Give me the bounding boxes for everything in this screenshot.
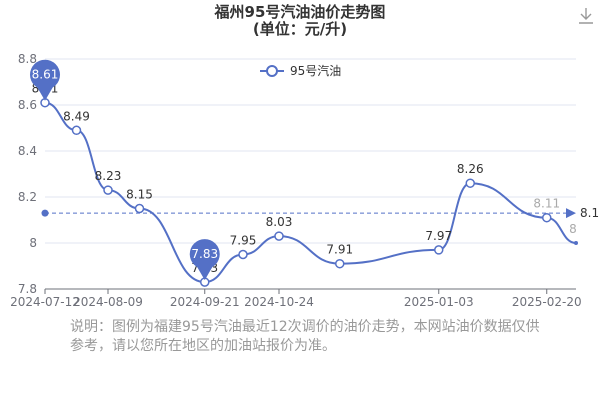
y-tick-label: 8 — [29, 236, 37, 250]
data-point — [465, 178, 475, 188]
data-point — [274, 231, 284, 241]
x-tick-label: 2024-07-12 — [10, 295, 80, 309]
data-label: 8.26 — [457, 162, 484, 176]
chart-title-line2: (单位：元/升) — [252, 20, 348, 38]
y-tick-label: 8.6 — [18, 98, 37, 112]
data-label: 7.91 — [326, 243, 353, 257]
download-icon[interactable] — [576, 6, 596, 26]
data-point — [542, 212, 552, 223]
data-label: 7.95 — [230, 234, 257, 248]
average-line-start — [41, 209, 49, 217]
data-point — [574, 241, 578, 245]
data-label: 8.03 — [266, 215, 293, 229]
average-line-arrow — [566, 208, 576, 219]
chart-title-line1: 福州95号汽油油价走势图 — [214, 3, 386, 21]
legend-symbol — [266, 65, 278, 77]
chart-title: 福州95号汽油油价走势图 (单位：元/升) — [0, 4, 600, 38]
x-tick-label: 2025-02-20 — [512, 295, 582, 309]
chart-note: 说明：图例为福建95号汽油最近12次调价的油价走势，本网站油价数据仅供参考，请以… — [70, 319, 540, 354]
data-label: 8.15 — [126, 188, 153, 202]
data-point — [103, 185, 113, 195]
data-label: 8.49 — [63, 109, 90, 123]
data-label: 7.97 — [425, 229, 452, 243]
data-point — [434, 245, 444, 255]
data-label: 8.11 — [533, 197, 560, 211]
min-markpoint — [189, 239, 220, 270]
data-point — [71, 125, 82, 136]
x-tick-label: 2025-01-03 — [404, 295, 474, 309]
y-tick-label: 7.8 — [18, 282, 37, 296]
y-tick-label: 8.8 — [18, 52, 37, 66]
legend-label: 95号汽油 — [290, 63, 341, 78]
min-markpoint-label: 7.83 — [191, 247, 218, 261]
y-tick-label: 8.4 — [18, 144, 37, 158]
max-markpoint — [30, 59, 60, 90]
data-point — [238, 249, 248, 260]
x-tick-label: 2024-09-21 — [170, 295, 240, 309]
x-tick-label: 2024-08-09 — [73, 295, 143, 309]
data-label: 8 — [569, 222, 577, 236]
x-tick-label: 2024-10-24 — [244, 295, 314, 309]
max-markpoint-label: 8.61 — [32, 68, 59, 82]
data-point — [134, 203, 145, 214]
y-tick-label: 8.2 — [18, 190, 37, 204]
data-label: 8.23 — [95, 169, 122, 183]
data-point — [335, 258, 345, 269]
average-line-label: 8.1 — [580, 206, 599, 220]
series-line — [44, 101, 577, 284]
